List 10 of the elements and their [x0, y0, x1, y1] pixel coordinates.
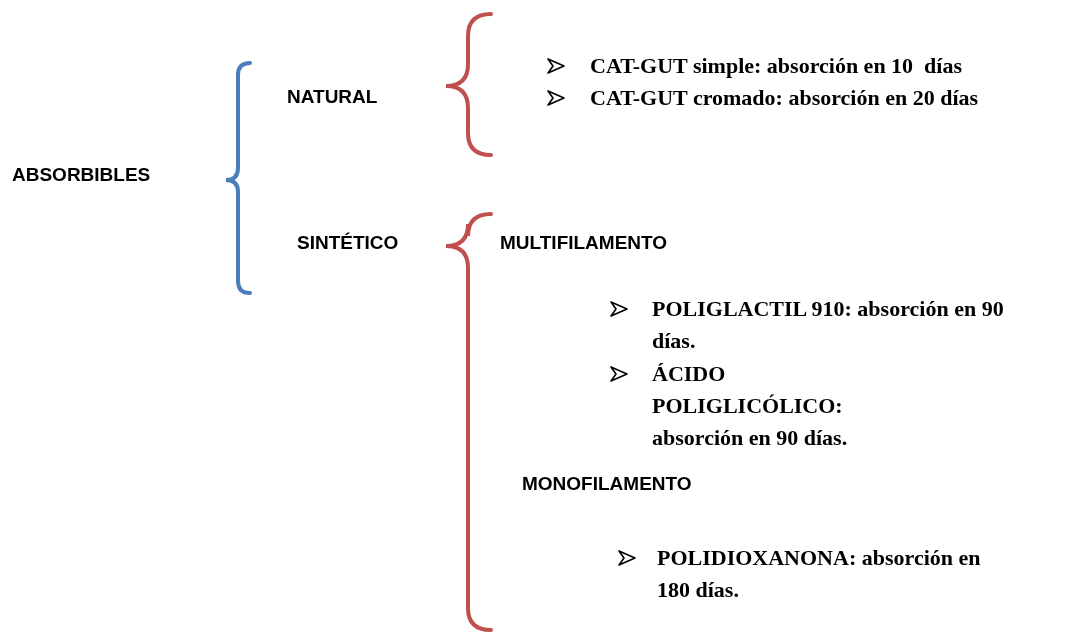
bullet-text: POLIDIOXANONA: absorción en 180 días. [657, 544, 982, 604]
category-label: SINTÉTICO [297, 232, 399, 254]
bullet-text: ÁCIDO POLIGLICÓLICO: absorción en 90 días. [652, 360, 849, 452]
bullet-text: CAT-GUT cromado: absorción en 20 días [590, 84, 980, 112]
category-label: ABSORBIBLES [12, 164, 151, 186]
bullet-text: POLIGLACTIL 910: absorción en 90 días. [652, 295, 1005, 355]
bullet-text: CAT-GUT simple: absorción en 10 días [590, 52, 964, 80]
category-label: MONOFILAMENTO [522, 473, 692, 495]
category-label: NATURAL [287, 86, 378, 108]
category-label: MULTIFILAMENTO [500, 232, 668, 254]
